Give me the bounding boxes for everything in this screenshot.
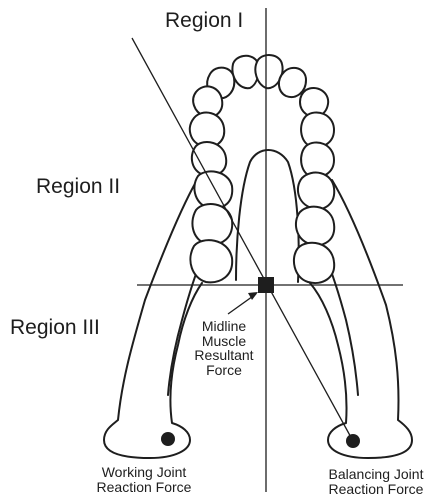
working-joint-label-line-2: Reaction Force — [82, 480, 206, 495]
balancing-joint-label: Balancing Joint Reaction Force — [318, 467, 434, 496]
region-2-label: Region II — [36, 176, 120, 198]
region-1-label: Region I — [165, 10, 243, 32]
working-joint-label: Working Joint Reaction Force — [82, 465, 206, 494]
balancing-joint-label-line-2: Reaction Force — [318, 482, 434, 497]
midline-label-line-3: Resultant — [182, 348, 266, 363]
tooth — [296, 207, 334, 245]
palate-arch — [236, 150, 299, 282]
balancing-joint-label-line-1: Balancing Joint — [318, 467, 434, 482]
midline-label-line-4: Force — [182, 363, 266, 378]
balancing-joint-marker — [346, 434, 360, 448]
working-joint-label-line-1: Working Joint — [82, 465, 206, 480]
dental-arch — [190, 55, 334, 283]
tooth — [194, 171, 232, 208]
midline-label: Midline Muscle Resultant Force — [182, 319, 266, 378]
working-joint-marker — [161, 432, 175, 446]
midline-label-line-1: Midline — [182, 319, 266, 334]
region-3-label: Region III — [10, 317, 100, 339]
tooth — [190, 240, 232, 282]
tooth — [294, 243, 334, 283]
tooth — [298, 173, 334, 209]
midline-label-line-2: Muscle — [182, 334, 266, 349]
muscle-resultant-marker — [258, 277, 274, 293]
